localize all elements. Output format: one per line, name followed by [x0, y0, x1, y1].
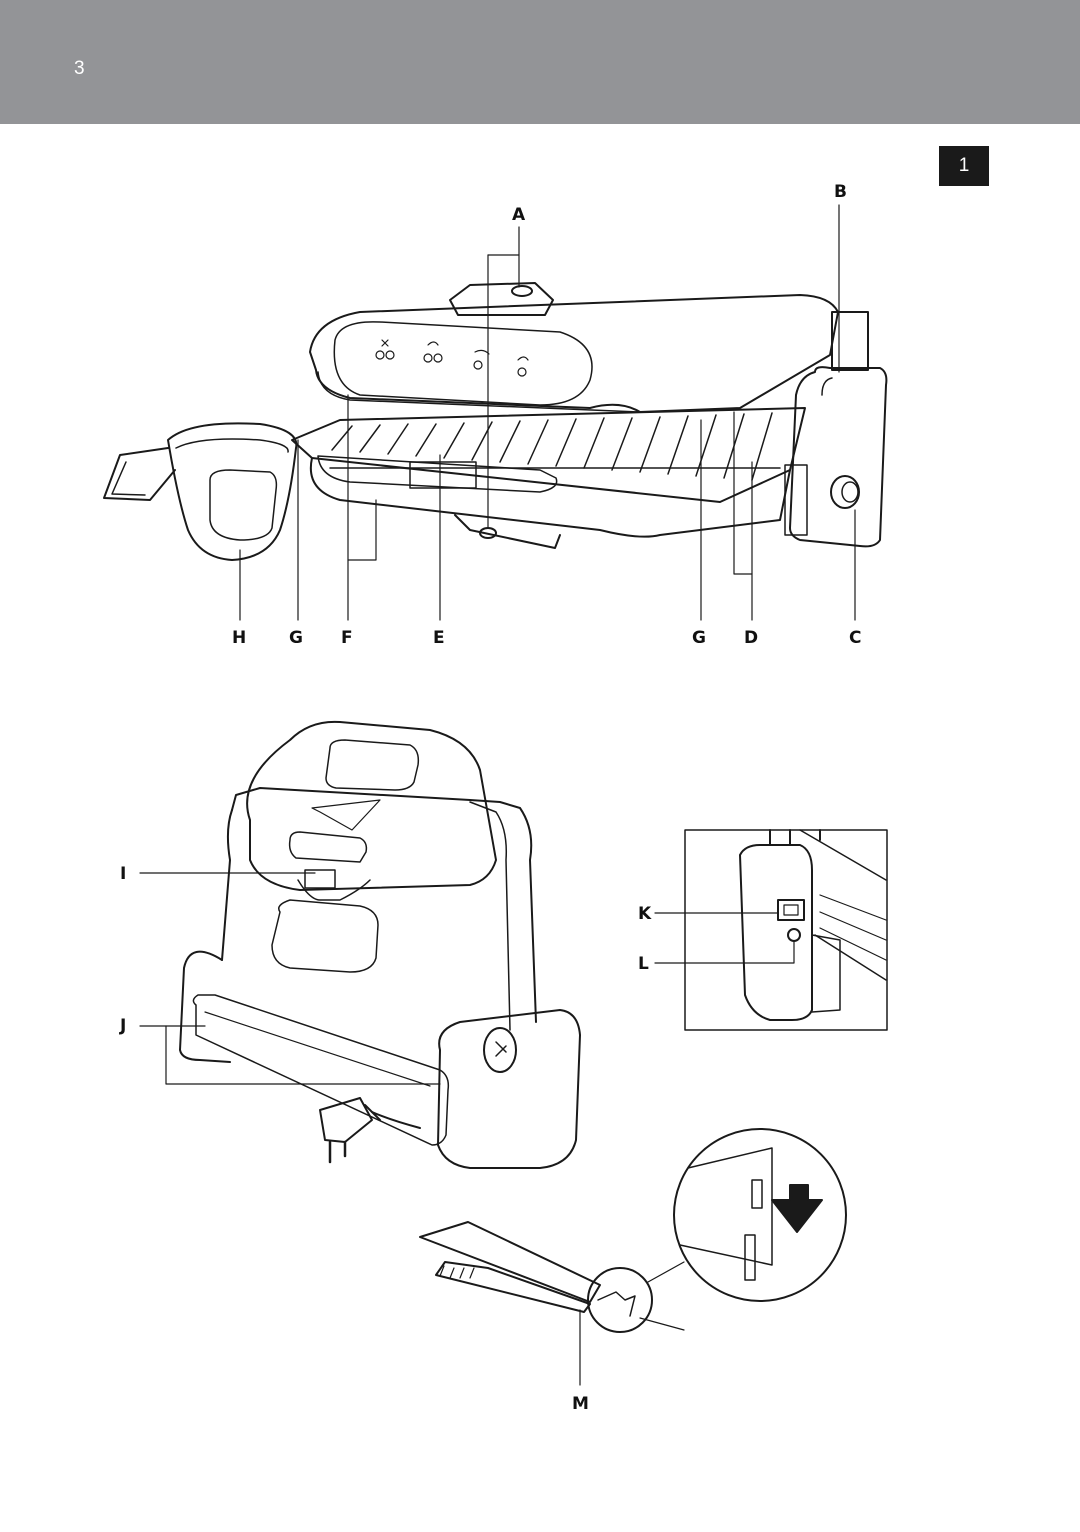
- grill-plate: [291, 407, 806, 503]
- setting-icons: [375, 339, 529, 377]
- callout-b: B: [834, 182, 848, 202]
- spatula-lower: [435, 1261, 591, 1313]
- callout-h: H: [232, 628, 248, 648]
- page-number: 3: [74, 58, 85, 79]
- spatula-magnifier-circle: [587, 1267, 653, 1333]
- upright-handle-top: [246, 720, 497, 891]
- callout-leaders-detail: [654, 912, 795, 964]
- callout-m: M: [572, 1394, 590, 1414]
- temperature-knob: [830, 475, 860, 509]
- spatula-drawing: [419, 1128, 847, 1386]
- callout-f: F: [341, 628, 354, 648]
- upright-back-panel: [231, 787, 537, 1023]
- cord-storage-bracket: [192, 994, 450, 1146]
- drip-channel: [317, 455, 558, 493]
- lid-handle: [449, 282, 554, 316]
- header-bar: 3: [0, 0, 1080, 124]
- side-foot: [437, 1009, 581, 1169]
- hinge-column: [831, 311, 869, 371]
- callout-leaders-fig2: [139, 872, 441, 1085]
- callout-i: I: [120, 864, 128, 884]
- callout-g-right: G: [692, 628, 707, 648]
- callout-j: J: [120, 1016, 128, 1036]
- power-plug: [319, 1097, 373, 1143]
- callout-leaders-fig1: [239, 204, 856, 621]
- detail-box-switch: [654, 829, 888, 1031]
- on-off-switch: [777, 899, 805, 921]
- spatula-upper: [419, 1221, 601, 1303]
- grill-lid: [309, 294, 839, 413]
- side-housing: [789, 366, 888, 548]
- callout-l: L: [638, 954, 650, 974]
- power-light: [787, 928, 801, 942]
- lock-clip: [304, 869, 336, 889]
- front-window: [271, 899, 379, 973]
- control-panel: [333, 321, 593, 406]
- slot-magnifier-circle: [673, 1128, 847, 1302]
- callout-d: D: [744, 628, 760, 648]
- down-arrow-icon: [771, 1184, 823, 1233]
- fat-tray-window: [409, 461, 477, 489]
- callout-a: A: [512, 205, 527, 225]
- drip-cup: [167, 422, 298, 561]
- callout-c: C: [849, 628, 863, 648]
- drip-cup-handle: [103, 447, 176, 501]
- side-knob: [483, 1027, 517, 1073]
- grill-ribs: [331, 412, 773, 481]
- grill-upright-drawing: [139, 720, 581, 1169]
- callout-k: K: [638, 904, 653, 924]
- detail-side-housing: [739, 844, 813, 1021]
- callout-e: E: [433, 628, 446, 648]
- callout-g-left: G: [289, 628, 304, 648]
- grill-open-drawing: [103, 204, 888, 621]
- figure-number-badge: 1: [939, 146, 989, 186]
